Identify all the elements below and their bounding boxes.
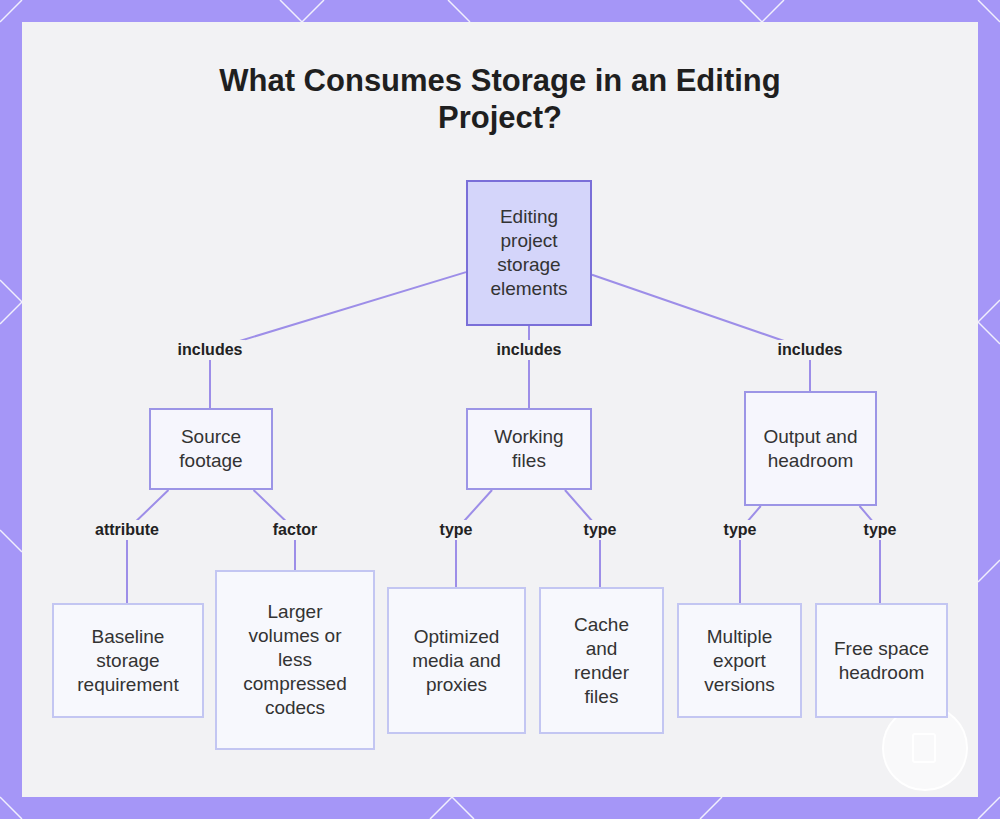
category-box: Free space headroom	[815, 603, 948, 718]
node-label: Multiple export versions	[695, 625, 784, 697]
connector-line	[127, 490, 168, 603]
edge-label: type	[861, 520, 900, 540]
logo-glyph	[913, 734, 935, 762]
category-box: Larger volumes or less compressed codecs	[215, 570, 375, 750]
diagram-title: What Consumes Storage in an Editing Proj…	[205, 62, 795, 136]
edge-label: attribute	[92, 520, 162, 540]
node-label: Working files	[484, 425, 574, 473]
category-box: Output and headroom	[744, 391, 877, 506]
node-label: Free space headroom	[833, 637, 930, 685]
edge-label: includes	[175, 340, 246, 360]
category-box: Source footage	[149, 408, 273, 490]
node-label: Larger volumes or less compressed codecs	[233, 600, 357, 720]
node-label: Editing project storage elements	[484, 205, 574, 301]
connector-line	[528, 326, 530, 408]
node-label: Output and headroom	[762, 425, 859, 473]
content-panel	[22, 22, 978, 797]
node-label: Optimized media and proxies	[405, 625, 508, 697]
edge-label: type	[721, 520, 760, 540]
category-box: Optimized media and proxies	[387, 587, 526, 734]
category-box: Cache and render files	[539, 587, 664, 734]
edge-label: includes	[494, 340, 565, 360]
connector-line	[592, 275, 810, 391]
edge-label: factor	[270, 520, 320, 540]
category-box: Multiple export versions	[677, 603, 802, 718]
category-box: Baseline storage requirement	[52, 603, 204, 718]
connector-line	[210, 272, 466, 408]
node-label: Baseline storage requirement	[70, 625, 186, 697]
logo-circle	[883, 706, 967, 790]
edge-label: type	[437, 520, 476, 540]
edge-label: type	[581, 520, 620, 540]
edge-label: includes	[775, 340, 846, 360]
node-label: Cache and render files	[557, 613, 646, 709]
node-label: Source footage	[167, 425, 255, 473]
category-box: Working files	[466, 408, 592, 490]
root-box: Editing project storage elements	[466, 180, 592, 326]
